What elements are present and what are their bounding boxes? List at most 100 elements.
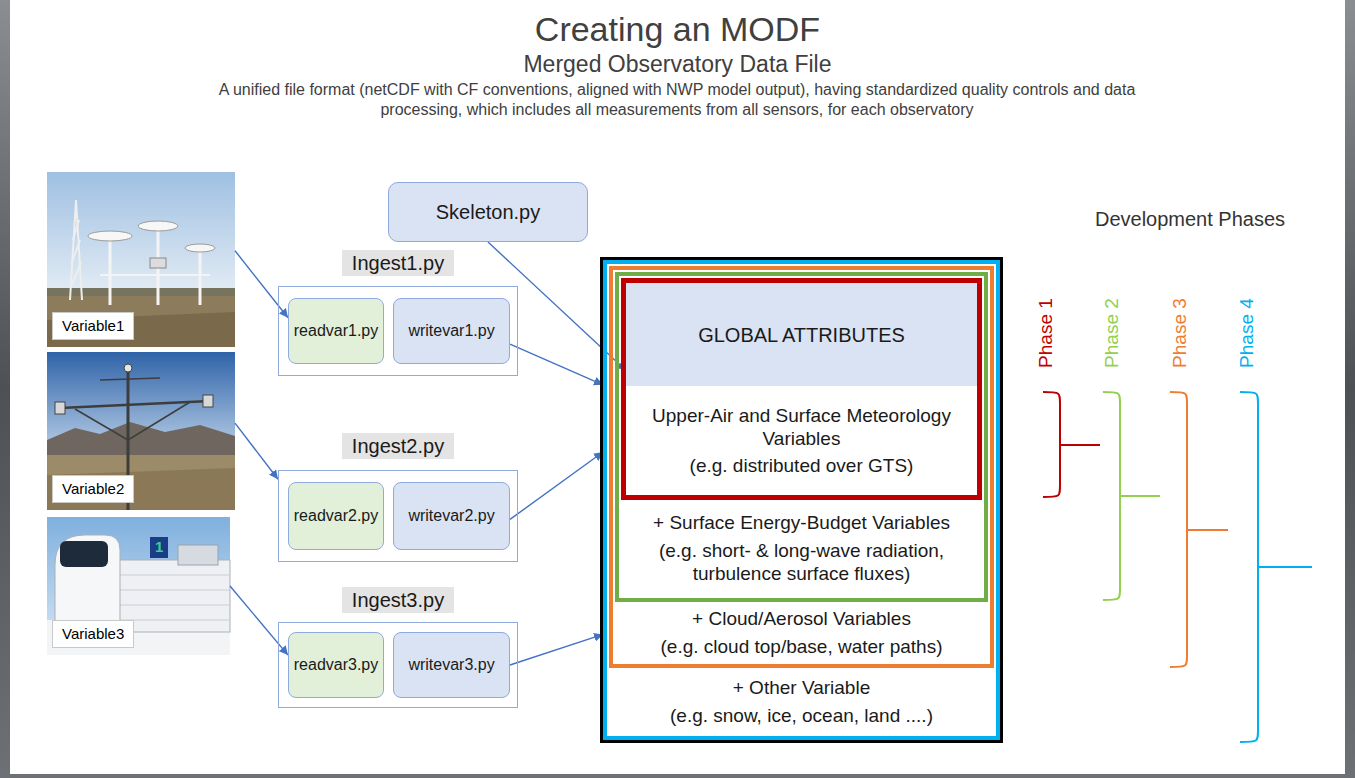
node-text: + Other Variable — [733, 677, 870, 700]
sign-number: 1 — [150, 537, 168, 558]
node-text: Variable2 — [52, 475, 134, 503]
text-area: Skeleton.py — [389, 183, 587, 241]
text-area: + Cloud/Aerosol Variables (e.g. cloud top… — [613, 602, 990, 664]
phase-label: Phase 1 — [1034, 273, 1058, 393]
radiometer-disc — [138, 221, 178, 231]
read-script-box: readvar3.py — [288, 632, 384, 698]
ingest-group: readvar1.pywritevar1.pyIngest1.py — [278, 286, 518, 376]
logger-box — [150, 258, 166, 268]
write-script-box: writevar1.py — [393, 298, 510, 364]
phase-bracket — [1043, 392, 1100, 497]
photo-horizon — [47, 288, 235, 296]
node-text: writevar3.py — [408, 655, 494, 674]
flux-tower-photo — [47, 352, 235, 510]
ingest-group: readvar3.pywritevar3.pyIngest3.py — [278, 622, 518, 708]
photo-sky — [47, 172, 235, 294]
tower-brace — [75, 409, 128, 440]
diagram-title: Creating an MODF — [0, 8, 1355, 51]
node-text: + Cloud/Aerosol Variables — [692, 608, 911, 631]
photo-mountains — [47, 422, 235, 460]
phase-brackets — [1043, 392, 1312, 742]
photo-panel: Variable2 — [47, 352, 235, 510]
stand-bar — [100, 274, 210, 276]
read-script-box: readvar2.py — [288, 482, 384, 550]
photo-ground-shade — [47, 312, 235, 347]
photo-ground-shade — [47, 468, 235, 510]
shelter-dome — [55, 535, 120, 632]
stand-pole — [199, 250, 202, 305]
node-text: writevar2.py — [408, 506, 494, 525]
node-text: Variable3 — [52, 620, 134, 648]
shelter-panels — [120, 575, 230, 620]
mast-braces — [72, 220, 81, 285]
arrow-connector — [510, 452, 603, 519]
text-area: + Other Variable (e.g. snow, ice, ocean, … — [607, 668, 996, 736]
lattice-mast — [70, 200, 82, 300]
node-text: Skeleton.py — [436, 200, 541, 224]
attributes-band: GLOBAL ATTRIBUTES — [626, 283, 977, 386]
connector-group — [230, 242, 626, 665]
shelter-vent — [178, 545, 218, 565]
arrow-connector — [235, 423, 278, 479]
text-area: readvar2.py — [289, 483, 383, 549]
text-area: Variable2 — [52, 475, 134, 503]
panel-seam — [120, 590, 230, 591]
text-area: + Surface Energy-Budget Variables (e.g. s… — [619, 500, 984, 598]
text-area: Ingest3.py — [279, 587, 517, 613]
radiometer-disc — [185, 244, 215, 252]
node-text: GLOBAL ATTRIBUTES — [698, 323, 905, 347]
write-script-box: writevar2.py — [393, 482, 510, 550]
text-area: Variable1 — [52, 312, 134, 340]
phase-band: GLOBAL ATTRIBUTES Upper-Air and Surface M… — [609, 266, 994, 668]
slide-panel — [10, 0, 1345, 774]
node-text: Ingest2.py — [342, 433, 454, 459]
radiometer-disc — [88, 231, 132, 241]
script-box: Skeleton.py — [388, 182, 588, 242]
shelter-window — [60, 541, 108, 567]
node-text: (e.g. cloud top/base, water paths) — [661, 636, 943, 659]
node-text: writevar1.py — [408, 321, 494, 340]
ingest-group: readvar2.pywritevar2.pyIngest2.py — [278, 470, 518, 562]
panel-seam — [120, 605, 230, 606]
radiometer-photo — [47, 172, 235, 347]
panel-seam — [120, 575, 230, 576]
node-text: readvar1.py — [294, 321, 379, 340]
photo-sky — [47, 517, 230, 655]
tower-arm — [60, 401, 210, 408]
node-text: Upper-Air and Surface Meteorology Variab… — [634, 405, 969, 451]
slide-text: A unified file format (netCDF with CF co… — [212, 80, 1142, 120]
photo-panel: Variable1 — [47, 172, 235, 347]
write-script-box: writevar3.py — [393, 632, 510, 698]
phase-bracket — [1170, 392, 1228, 667]
photo-ground — [47, 455, 235, 510]
slide-text: Merged Observatory Data File — [0, 50, 1355, 79]
node-text: (e.g. short- & long-wave radiation, turb… — [627, 540, 976, 586]
stand-pole — [109, 236, 112, 305]
text-area: Ingest2.py — [279, 433, 517, 459]
text-area: readvar1.py — [289, 299, 383, 363]
tower-brace — [128, 402, 190, 440]
node-text: readvar3.py — [294, 655, 379, 674]
phase-bracket — [1240, 392, 1312, 742]
node-text: (e.g. snow, ice, ocean, land ....) — [670, 705, 933, 728]
text-area: readvar3.py — [289, 633, 383, 697]
phase-label: Phase 4 — [1235, 273, 1259, 393]
phase-band: GLOBAL ATTRIBUTES Upper-Air and Surface M… — [621, 278, 982, 500]
phase-label: Phase 3 — [1168, 273, 1192, 393]
node-text: readvar2.py — [294, 506, 379, 525]
text-area: writevar2.py — [394, 483, 509, 549]
node-text: Ingest1.py — [342, 250, 454, 276]
text-area: Variable3 — [52, 620, 134, 648]
read-script-box: readvar1.py — [288, 298, 384, 364]
phase-bracket — [1103, 392, 1160, 600]
tower-arm — [100, 378, 160, 380]
node-text: + Surface Energy-Budget Variables — [653, 512, 950, 535]
node-text: Ingest3.py — [342, 587, 454, 613]
mast-legs — [70, 200, 82, 300]
slide-text: Development Phases — [1075, 207, 1305, 232]
arrow-connector — [510, 634, 603, 665]
sensor — [203, 395, 213, 407]
phase-band: GLOBAL ATTRIBUTES Upper-Air and Surface M… — [615, 272, 988, 602]
